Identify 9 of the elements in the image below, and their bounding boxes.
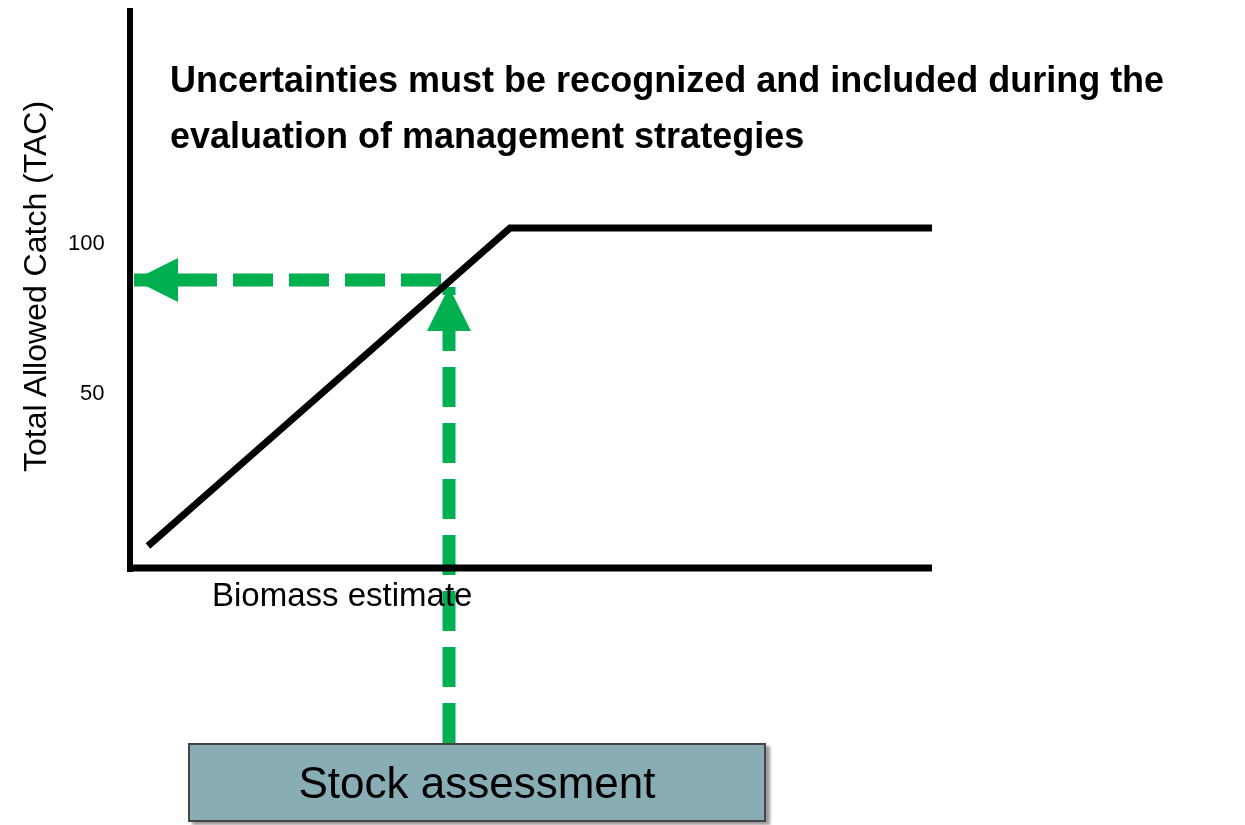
axis-title: Biomass estimate [212, 576, 473, 614]
tick-label: 50 [80, 380, 105, 406]
process-box: Stock assessment [188, 743, 766, 822]
title: Uncertainties must be recognized and included during the evaluation of management strategies [170, 58, 1166, 158]
y-axis [127, 8, 133, 572]
tick-label: 100 [68, 230, 105, 256]
axis-title: Total Allowed Catch (TAC) [16, 99, 54, 475]
dashed-arrow [134, 258, 441, 302]
dashed-arrow [427, 287, 471, 743]
